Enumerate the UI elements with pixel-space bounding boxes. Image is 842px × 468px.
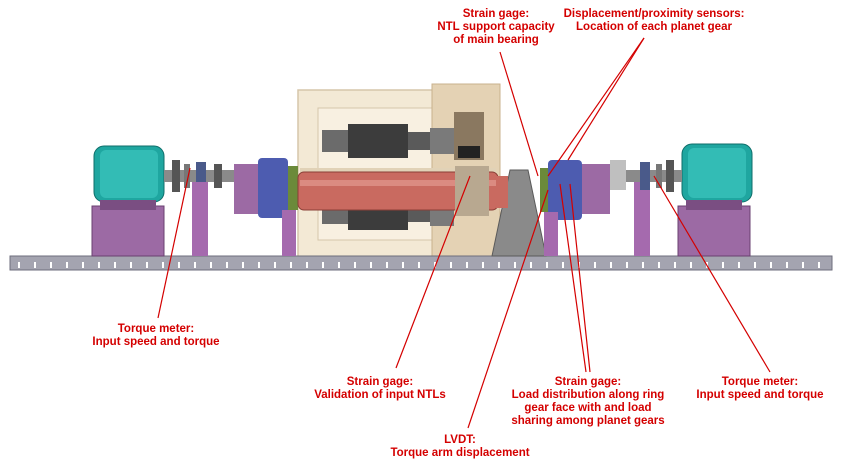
base-plate-bolt (34, 262, 36, 268)
label-displacement-sensors: Displacement/proximity sensors: Location… (563, 8, 745, 33)
base-plate-bolt (306, 262, 308, 268)
base-plate-bolt (50, 262, 52, 268)
base-plate-bolt (258, 262, 260, 268)
base-plate-bolt (338, 262, 340, 268)
base-plate-bolt (194, 262, 196, 268)
base-plate-bolt (802, 262, 804, 268)
label-strain-gage-input-ntl: Strain gage: Validation of input NTLs (314, 376, 446, 401)
main-shaft (297, 166, 499, 216)
base-plate-bolt (450, 262, 452, 268)
base-plate-bolt (354, 262, 356, 268)
base-plate-bolt (818, 262, 820, 268)
base-plate-bolt (66, 262, 68, 268)
base-plate-bolt (658, 262, 660, 268)
base-plate-bolt (594, 262, 596, 268)
left-coupling-torque-meter (164, 160, 234, 256)
base-plate-bolt (130, 262, 132, 268)
base-plate-bolt (274, 262, 276, 268)
base-plate-bolt (626, 262, 628, 268)
base-plate-bolt (482, 262, 484, 268)
base-plate-bolt (786, 262, 788, 268)
base-plate-bolt (690, 262, 692, 268)
base-plate-bolt (770, 262, 772, 268)
base-plate-bolt (226, 262, 228, 268)
base-plate-bolt (178, 262, 180, 268)
base-plate-bolt (738, 262, 740, 268)
base-plate-bolt (530, 262, 532, 268)
base-plate-bolt (290, 262, 292, 268)
base-plate-bolt (674, 262, 676, 268)
base-plate-bolt (82, 262, 84, 268)
base-plate-bolt (514, 262, 516, 268)
base-plate-bolt (210, 262, 212, 268)
base-plate-bolt (242, 262, 244, 268)
right-gearbox (540, 160, 626, 256)
base-plate-bolt (322, 262, 324, 268)
base-plate-bolt (562, 262, 564, 268)
leader-lines (157, 37, 771, 429)
upper-actuator (322, 112, 484, 160)
label-lvdt: LVDT: Torque arm displacement (390, 434, 530, 459)
base-plate-bolt (610, 262, 612, 268)
label-strain-gage-load-distribution: Strain gage: Load distribution along rin… (511, 376, 665, 427)
base-plate-bolt (402, 262, 404, 268)
base-plate-bolt (642, 262, 644, 268)
base-plate-bolt (18, 262, 20, 268)
base-plate-bolt (370, 262, 372, 268)
left-gearbox (234, 158, 298, 256)
base-plate-bolt (498, 262, 500, 268)
base-plate-bolt (754, 262, 756, 268)
base-plate-bolt (722, 262, 724, 268)
label-torque-meter-right: Torque meter: Input speed and torque (696, 376, 824, 401)
base-plate-bolt (546, 262, 548, 268)
label-torque-meter-left: Torque meter: Input speed and torque (92, 323, 220, 348)
base-plate-bolt (162, 262, 164, 268)
base-plate-bolt (114, 262, 116, 268)
base-plate-bolt (98, 262, 100, 268)
base-plate-bolt (146, 262, 148, 268)
label-strain-gage-ntl-bearing: Strain gage: NTL support capacity of mai… (437, 8, 555, 46)
right-motor (677, 143, 753, 257)
base-plate-bolt (466, 262, 468, 268)
base-plate (9, 255, 833, 271)
base-plate-bolt (434, 262, 436, 268)
base-plate-bolt (418, 262, 420, 268)
base-plate-bolt (386, 262, 388, 268)
left-motor (91, 145, 165, 257)
